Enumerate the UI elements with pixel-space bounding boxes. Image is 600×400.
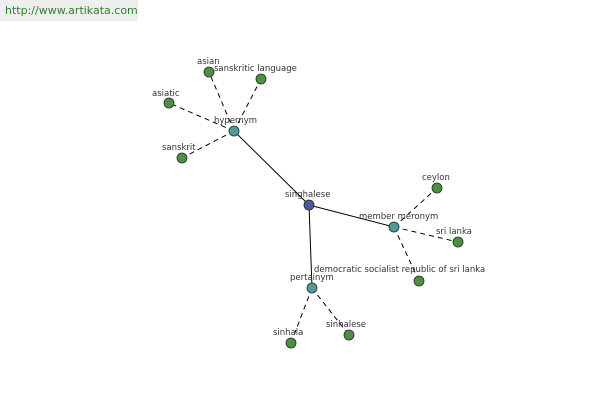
edge-pertainym-to-sinhala <box>290 287 313 344</box>
node-label-dsr-sri-lanka[interactable]: democratic socialist republic of sri lan… <box>314 265 485 275</box>
node-pertainym[interactable]: pertainym <box>290 273 334 294</box>
graph-edges <box>168 71 459 344</box>
node-member-meronym[interactable]: member meronym <box>359 212 438 233</box>
node-ceylon[interactable]: ceylon <box>422 173 450 194</box>
edge-singhalese-to-pertainym <box>308 204 313 289</box>
node-sinhala[interactable]: sinhala <box>273 328 303 349</box>
node-sanskritic-language[interactable]: sanskritic language <box>214 64 297 85</box>
node-singhalese[interactable]: singhalese <box>285 190 330 211</box>
node-label-sri-lanka[interactable]: sri lanka <box>436 227 472 237</box>
node-asiatic[interactable]: asiatic <box>152 89 180 109</box>
node-circle-hypernym[interactable] <box>228 125 240 137</box>
edge-member-meronym-to-sri-lanka <box>393 226 459 243</box>
graph-nodes: singhalese hypernym member meronym pertainy… <box>152 57 485 349</box>
edge-singhalese-to-member-meronym <box>308 204 395 228</box>
node-circle-asian[interactable] <box>203 66 215 78</box>
node-dsr-sri-lanka[interactable]: democratic socialist republic of sri lan… <box>314 265 485 287</box>
node-label-member-meronym[interactable]: member meronym <box>359 212 438 222</box>
edge-hypernym-to-sanskrit <box>181 130 235 159</box>
node-circle-member-meronym[interactable] <box>388 221 400 233</box>
node-label-singhalese[interactable]: singhalese <box>285 190 330 200</box>
node-label-pertainym[interactable]: pertainym <box>290 273 334 283</box>
node-label-sanskritic-language[interactable]: sanskritic language <box>214 64 297 74</box>
edge-hypernym-to-asiatic <box>168 102 235 132</box>
node-circle-asiatic[interactable] <box>163 97 175 109</box>
node-circle-ceylon[interactable] <box>431 182 443 194</box>
node-asian[interactable]: asian <box>197 57 220 78</box>
node-circle-sanskritic-language[interactable] <box>255 73 267 85</box>
site-url[interactable]: http://www.artikata.com <box>0 0 138 21</box>
edge-member-meronym-to-ceylon <box>393 187 438 228</box>
node-sri-lanka[interactable]: sri lanka <box>436 227 472 248</box>
node-label-sinhalese[interactable]: sinhalese <box>326 320 366 330</box>
node-sanskrit[interactable]: sanskrit <box>162 143 196 164</box>
node-hypernym[interactable]: hypernym <box>214 116 257 137</box>
edge-hypernym-to-asian <box>208 71 235 132</box>
node-label-asian[interactable]: asian <box>197 57 220 67</box>
node-circle-dsr-sri-lanka[interactable] <box>413 275 425 287</box>
edge-singhalese-to-hypernym <box>233 130 310 206</box>
edge-member-meronym-to-dsr-sri-lanka <box>393 226 420 282</box>
node-circle-sanskrit[interactable] <box>176 152 188 164</box>
node-circle-pertainym[interactable] <box>306 282 318 294</box>
node-label-hypernym[interactable]: hypernym <box>214 116 257 126</box>
node-circle-sinhala[interactable] <box>285 337 297 349</box>
node-label-sinhala[interactable]: sinhala <box>273 328 303 338</box>
edge-hypernym-to-sanskritic-language <box>233 78 262 132</box>
node-label-ceylon[interactable]: ceylon <box>422 173 450 183</box>
node-sinhalese[interactable]: sinhalese <box>326 320 366 341</box>
node-circle-sri-lanka[interactable] <box>452 236 464 248</box>
edge-pertainym-to-sinhalese <box>311 287 350 336</box>
node-label-sanskrit[interactable]: sanskrit <box>162 143 196 153</box>
node-label-asiatic[interactable]: asiatic <box>152 89 180 99</box>
node-circle-singhalese[interactable] <box>303 199 315 211</box>
node-circle-sinhalese[interactable] <box>343 329 355 341</box>
